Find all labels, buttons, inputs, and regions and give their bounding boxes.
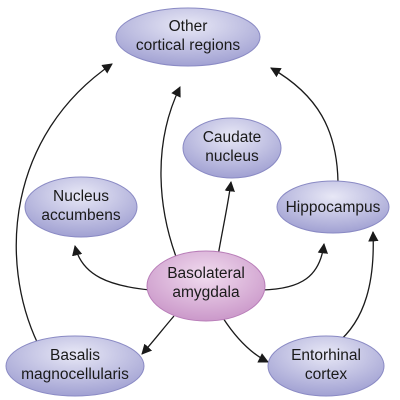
edge-basolateral-to-caudate <box>217 180 235 257</box>
node-label-line-1: Caudate <box>203 129 262 146</box>
edge-basolateral-to-entorhinal <box>222 317 269 363</box>
node-label-line-2: amygdala <box>172 284 240 301</box>
node-label-line-1: Nucleus <box>53 188 109 205</box>
edge-basalis-to-other-cortical <box>15 63 113 345</box>
edges <box>15 63 379 363</box>
node-label-line-2: cortical regions <box>136 37 240 54</box>
node-label-line-1: Basalis <box>50 347 100 364</box>
edge-basolateral-to-basalis <box>141 315 175 355</box>
node-nucleus-accumbens: Nucleus accumbens <box>24 176 138 238</box>
node-label-line-2: magnocellularis <box>21 366 129 383</box>
node-caudate-nucleus: Caudate nucleus <box>182 117 282 179</box>
node-label-line-1: Entorhinal <box>291 347 361 364</box>
node-basalis-magnocellularis: Basalis magnocellularis <box>5 335 145 397</box>
edge-basolateral-to-hippocampus <box>261 242 328 291</box>
node-other-cortical-regions: Other cortical regions <box>115 7 261 67</box>
edge-basolateral-to-nucleus-accumbens <box>72 244 151 291</box>
edge-entorhinal-to-hippocampus <box>335 230 379 345</box>
edge-basolateral-to-other-cortical <box>160 86 181 263</box>
node-basolateral-amygdala: Basolateral amygdala <box>146 250 266 322</box>
node-label-line-1: Other <box>169 18 208 35</box>
node-entorhinal-cortex: Entorhinal cortex <box>267 335 385 397</box>
node-label-line-2: nucleus <box>205 148 259 165</box>
node-label-line-1: Basolateral <box>167 265 245 282</box>
node-hippocampus: Hippocampus <box>276 180 390 234</box>
node-label-line-2: cortex <box>305 366 347 383</box>
edge-hippocampus-to-other-cortical <box>270 67 339 183</box>
node-label-line-2: accumbens <box>41 207 121 224</box>
node-label-line-1: Hippocampus <box>286 199 381 216</box>
